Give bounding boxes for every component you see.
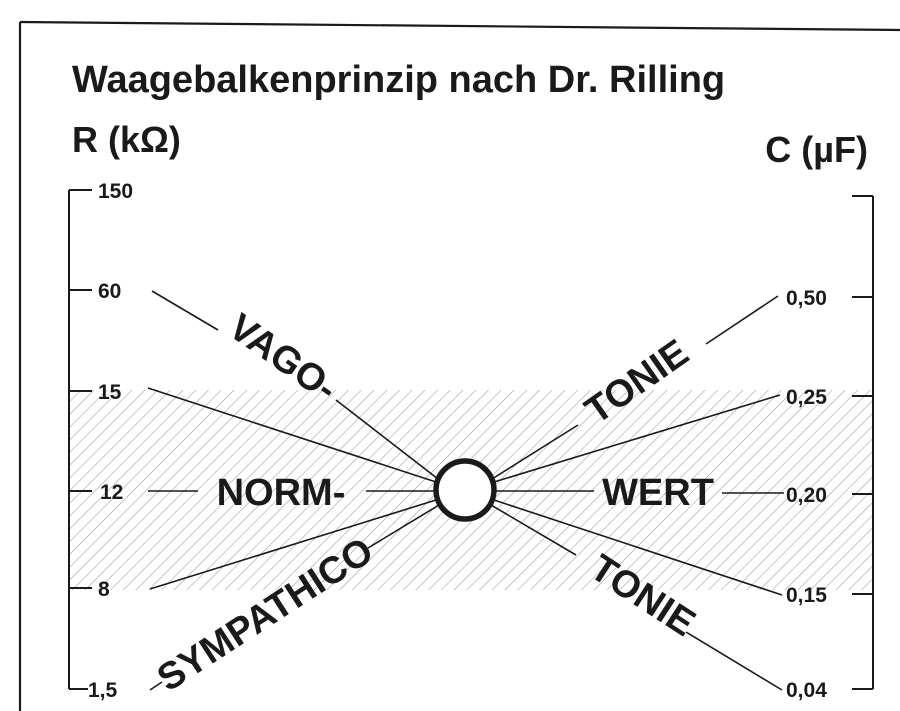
connector-line-60 [151,290,219,331]
right-tick-label: 0,25 [786,386,827,409]
word-norm: NORM- [217,472,346,514]
connector-line-0-25 [493,394,781,483]
left-tick-label: 8 [98,578,110,601]
connector-line-8 [149,499,437,590]
left-axis-unit-label: R (kΩ) [72,119,181,160]
connector-line-0-04 [490,504,577,556]
right-tick-label: 0,15 [786,584,827,607]
diagram-title: Waagebalkenprinzip nach Dr. Rilling [72,59,725,101]
word-wert: WERT [602,472,714,514]
right-tick-label: 0,20 [786,484,827,507]
left-tick-label: 12 [100,481,123,504]
connector-line-0-04 [685,631,783,691]
left-tick-label: 150 [98,180,133,203]
connector-line-0-50 [705,295,779,345]
connector-line-0-50 [491,424,579,480]
left-tick-label: 15 [98,381,122,404]
left-tick-label: 60 [98,280,121,303]
connector-line-0-15 [493,499,783,596]
connector-line-60 [335,399,439,480]
balance-pivot-circle [433,458,497,522]
left-tick-label: 1,5 [88,679,118,702]
right-tick-label: 0,04 [786,679,827,702]
connector-line-1-5 [367,504,440,549]
connector-line-15 [147,387,437,483]
right-axis-unit-label: C (µF) [765,129,868,170]
connector-line-1-5 [149,681,163,691]
frame-top-border [19,20,900,32]
right-tick-label: 0,50 [786,287,827,310]
